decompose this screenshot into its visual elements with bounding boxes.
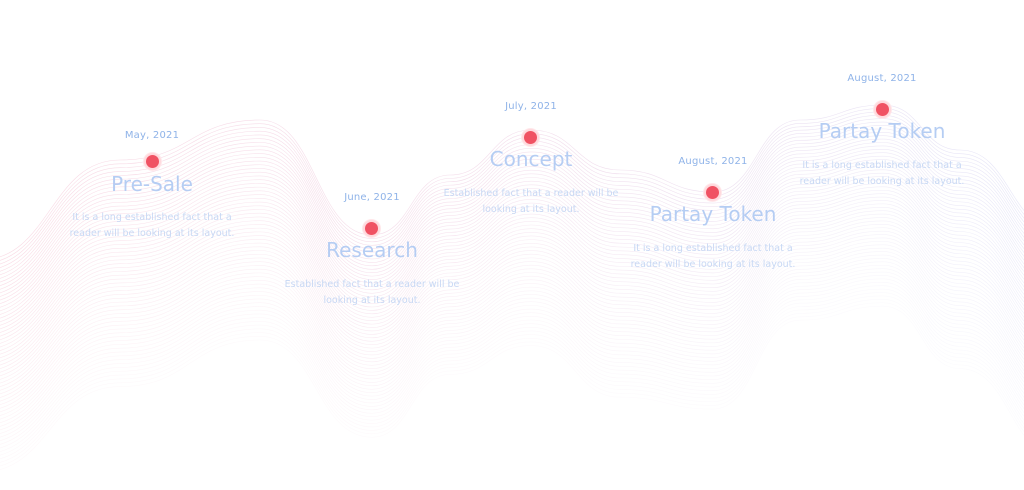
wave-line [0,203,1024,362]
wave-line [0,145,1024,301]
wave-line [0,149,1024,304]
wave-line [0,268,1024,431]
milestone-dot[interactable] [144,153,161,170]
wave-line [0,217,1024,377]
wave-line [0,179,1024,337]
wave-line [0,220,1024,380]
wave-line [0,241,1024,402]
wave-line [0,155,1024,312]
wave-line [0,176,1024,333]
milestone-title: Partay Token [818,119,946,143]
milestone-date: August, 2021 [678,156,748,167]
wave-line [0,244,1024,405]
wave-line [0,186,1024,344]
milestone-title: Concept [489,147,573,171]
milestone-date: June, 2021 [344,192,400,203]
wave-line [0,118,1024,272]
wave-line [0,111,1024,265]
wave-line [0,200,1024,358]
wave-line [0,247,1024,409]
wave-line [0,281,1024,445]
wave-line [0,275,1024,438]
wave-line [0,285,1024,449]
milestone-dot[interactable] [874,101,891,118]
wave-line [0,162,1024,319]
wave-line [0,138,1024,294]
wave-line [0,237,1024,398]
milestone-description: Established fact that a reader will be l… [284,279,460,306]
wave-line [0,135,1024,290]
wave-line [0,292,1024,456]
wave-line [0,254,1024,416]
wave-line [0,224,1024,384]
wave-line [0,305,1024,470]
wave-line [0,166,1024,322]
wave-line [0,172,1024,330]
wave-line [0,299,1024,463]
milestone-description: It is a long established fact that a rea… [69,212,235,239]
milestone-dot[interactable] [522,129,539,146]
wave-line [0,271,1024,434]
wave-line [0,261,1024,423]
wave-line [0,159,1024,315]
wave-line [0,278,1024,441]
milestone-title: Partay Token [649,202,777,226]
wave-line [0,295,1024,460]
milestone-description: Established fact that a reader will be l… [443,188,619,215]
wave-line [0,131,1024,286]
wave-line [0,128,1024,283]
wave-line [0,142,1024,297]
wave-line [0,234,1024,395]
milestone-description: It is a long established fact that a rea… [630,243,796,270]
wave-line [0,183,1024,340]
wave-line [0,227,1024,387]
wave-line [0,206,1024,366]
wave-line [0,169,1024,326]
milestone-description: It is a long established fact that a rea… [799,160,965,187]
wave-line [0,258,1024,420]
wave-line [0,114,1024,268]
wave-line [0,121,1024,275]
milestone-title: Research [326,238,418,262]
wave-line [0,230,1024,391]
wave-line [0,104,1024,257]
milestone-dot[interactable] [363,220,380,237]
wave-line [0,210,1024,369]
wave-line [0,152,1024,308]
milestone-date: May, 2021 [124,130,180,141]
wave-line [0,288,1024,452]
milestone-dot[interactable] [704,184,721,201]
wave-line [0,196,1024,355]
milestone-title: Pre-Sale [111,172,193,196]
wave-line [0,302,1024,467]
wave-line [0,193,1024,351]
milestone-date: July, 2021 [505,101,557,112]
wave-line [0,189,1024,348]
wave-line [0,264,1024,427]
wave-line [0,251,1024,413]
wave-line [0,108,1024,261]
wave-line [0,125,1024,279]
milestone-date: August, 2021 [847,73,917,84]
wave-line [0,213,1024,373]
